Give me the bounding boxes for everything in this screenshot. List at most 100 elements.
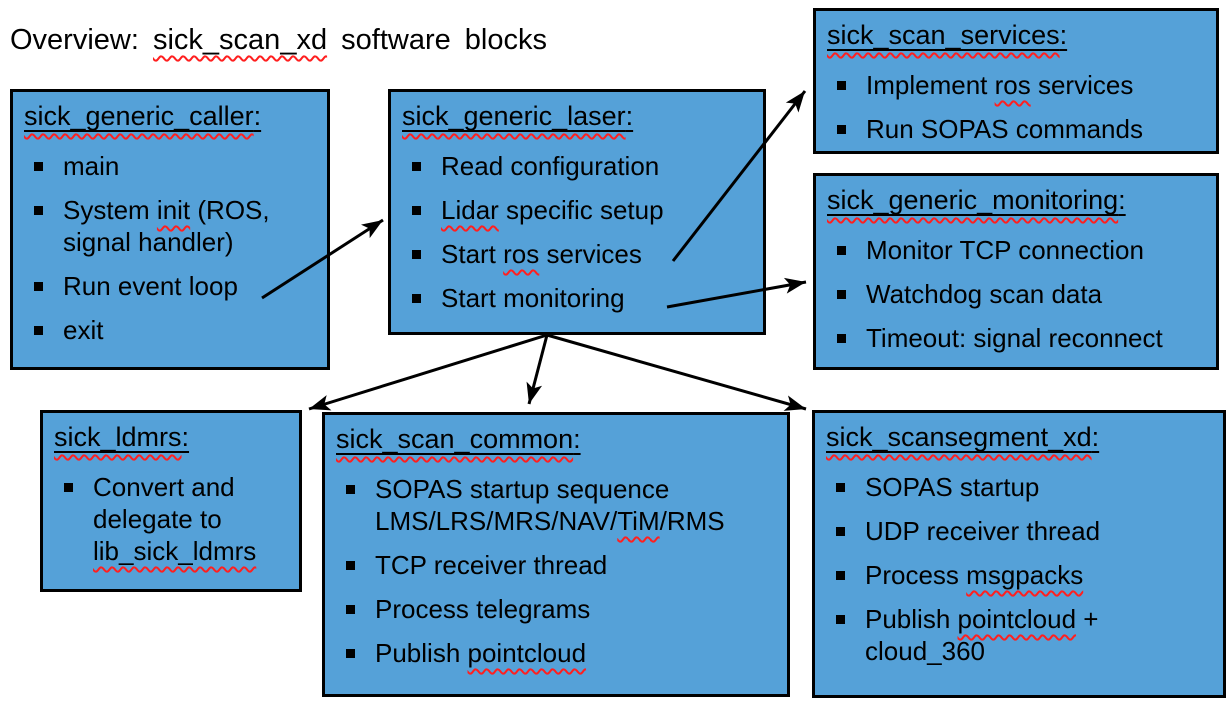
- block-heading: sick_generic_monitoring:: [816, 176, 1216, 216]
- square-bullet-icon: [34, 206, 43, 215]
- text-segment: +: [1076, 604, 1099, 634]
- bullet-item: TCP receiver thread: [344, 549, 779, 581]
- square-bullet-icon: [837, 246, 846, 255]
- misspelled-word: ros: [503, 239, 540, 269]
- square-bullet-icon: [412, 206, 421, 215]
- text-segment: specific setup: [498, 195, 664, 225]
- bullet-item: exit: [32, 314, 319, 346]
- text-segment: Timeout: signal reconnect: [866, 323, 1163, 353]
- bullet-item: Process telegrams: [344, 593, 779, 625]
- text-segment: services: [1030, 70, 1134, 100]
- bullet-text: Publish pointcloud: [375, 637, 586, 669]
- bullet-text: TCP receiver thread: [375, 549, 607, 581]
- bullet-item: Implement ros services: [835, 69, 1208, 101]
- bullet-item: Run SOPAS commands: [835, 113, 1208, 145]
- block-heading: sick_scan_common:: [325, 415, 787, 455]
- misspelled-word: sick_generic_caller: [24, 101, 254, 131]
- text-segment: System: [63, 195, 157, 225]
- text-segment: Process telegrams: [375, 594, 591, 624]
- text-segment: LMS/LRS/MRS/NAV/: [375, 506, 618, 536]
- square-bullet-icon: [346, 649, 355, 658]
- bullet-text: Run event loop: [63, 270, 238, 302]
- bullet-text: Lidar specific setup: [441, 194, 664, 226]
- text-segment: SOPAS startup sequence: [375, 474, 670, 504]
- text-segment: :: [253, 101, 262, 131]
- bullet-item: Read configuration: [410, 150, 755, 182]
- misspelled-word: msgpacks: [966, 560, 1084, 590]
- bullet-text: SOPAS startup: [865, 471, 1039, 503]
- bullet-item: main: [32, 150, 319, 182]
- misspelled-word: TiM: [617, 506, 660, 536]
- text-segment: SOPAS startup: [865, 472, 1040, 502]
- text-segment: Overview:: [10, 24, 153, 56]
- text-segment: Start monitoring: [441, 283, 625, 313]
- bullet-text: UDP receiver thread: [865, 515, 1100, 547]
- block-heading: sick_generic_laser:: [391, 92, 763, 132]
- text-segment: :: [1091, 422, 1100, 452]
- misspelled-word: sick_scan_xd: [152, 24, 328, 56]
- text-segment: main: [63, 151, 120, 181]
- square-bullet-icon: [836, 483, 845, 492]
- text-segment: Watchdog scan data: [866, 279, 1103, 309]
- misspelled-word: sick_scansegment_xd: [826, 422, 1092, 452]
- bullet-item: Lidar specific setup: [410, 194, 755, 226]
- text-segment: Monitor TCP connection: [866, 235, 1144, 265]
- text-segment: :: [181, 422, 190, 452]
- square-bullet-icon: [346, 605, 355, 614]
- bullet-item: Publish pointcloud: [344, 637, 779, 669]
- bullet-text: Publish pointcloud +cloud_360: [865, 603, 1098, 667]
- bullet-text: System init (ROS,signal handler): [63, 194, 270, 258]
- bullet-item: Process msgpacks: [834, 559, 1215, 591]
- text-segment: Process: [865, 560, 967, 590]
- text-segment: Run event loop: [63, 271, 238, 301]
- square-bullet-icon: [34, 282, 43, 291]
- text-segment: Implement: [866, 70, 995, 100]
- misspelled-word: lib_sick_ldmrs: [93, 536, 257, 566]
- square-bullet-icon: [837, 290, 846, 299]
- text-segment: software blocks: [327, 24, 547, 56]
- bullet-text: Process telegrams: [375, 593, 590, 625]
- bullet-text: Read configuration: [441, 150, 659, 182]
- misspelled-word: sick_generic_monitoring: [827, 185, 1119, 215]
- arrow-laser-to-ldmrs: [308, 333, 548, 411]
- bullet-text: Watchdog scan data: [866, 278, 1102, 310]
- text-segment: :: [625, 101, 634, 131]
- text-segment: Convert and: [93, 472, 235, 502]
- misspelled-word: sick_generic_laser: [402, 101, 626, 131]
- bullet-item: UDP receiver thread: [834, 515, 1215, 547]
- bullet-item: Run event loop: [32, 270, 319, 302]
- block-heading: sick_ldmrs:: [43, 413, 299, 453]
- bullet-item: Start ros services: [410, 238, 755, 270]
- bullet-item: Timeout: signal reconnect: [835, 322, 1208, 354]
- square-bullet-icon: [412, 162, 421, 171]
- bullet-text: main: [63, 150, 119, 182]
- bullet-text: Run SOPAS commands: [866, 113, 1143, 145]
- square-bullet-icon: [34, 162, 43, 171]
- bullet-item: Start monitoring: [410, 282, 755, 314]
- text-segment: signal handler): [63, 227, 234, 257]
- bullet-text: Process msgpacks: [865, 559, 1083, 591]
- bullet-text: Implement ros services: [866, 69, 1133, 101]
- text-segment: (ROS,: [190, 195, 270, 225]
- arrow-laser-to-scansegment: [546, 333, 807, 411]
- bullet-item: Publish pointcloud +cloud_360: [834, 603, 1215, 667]
- block-heading: sick_generic_caller:: [13, 92, 327, 132]
- square-bullet-icon: [64, 483, 73, 492]
- misspelled-word: pointcloud: [467, 638, 587, 668]
- square-bullet-icon: [346, 485, 355, 494]
- text-segment: delegate to: [93, 504, 222, 534]
- text-segment: exit: [63, 315, 104, 345]
- text-segment: cloud_360: [865, 636, 985, 666]
- text-segment: :: [573, 424, 581, 454]
